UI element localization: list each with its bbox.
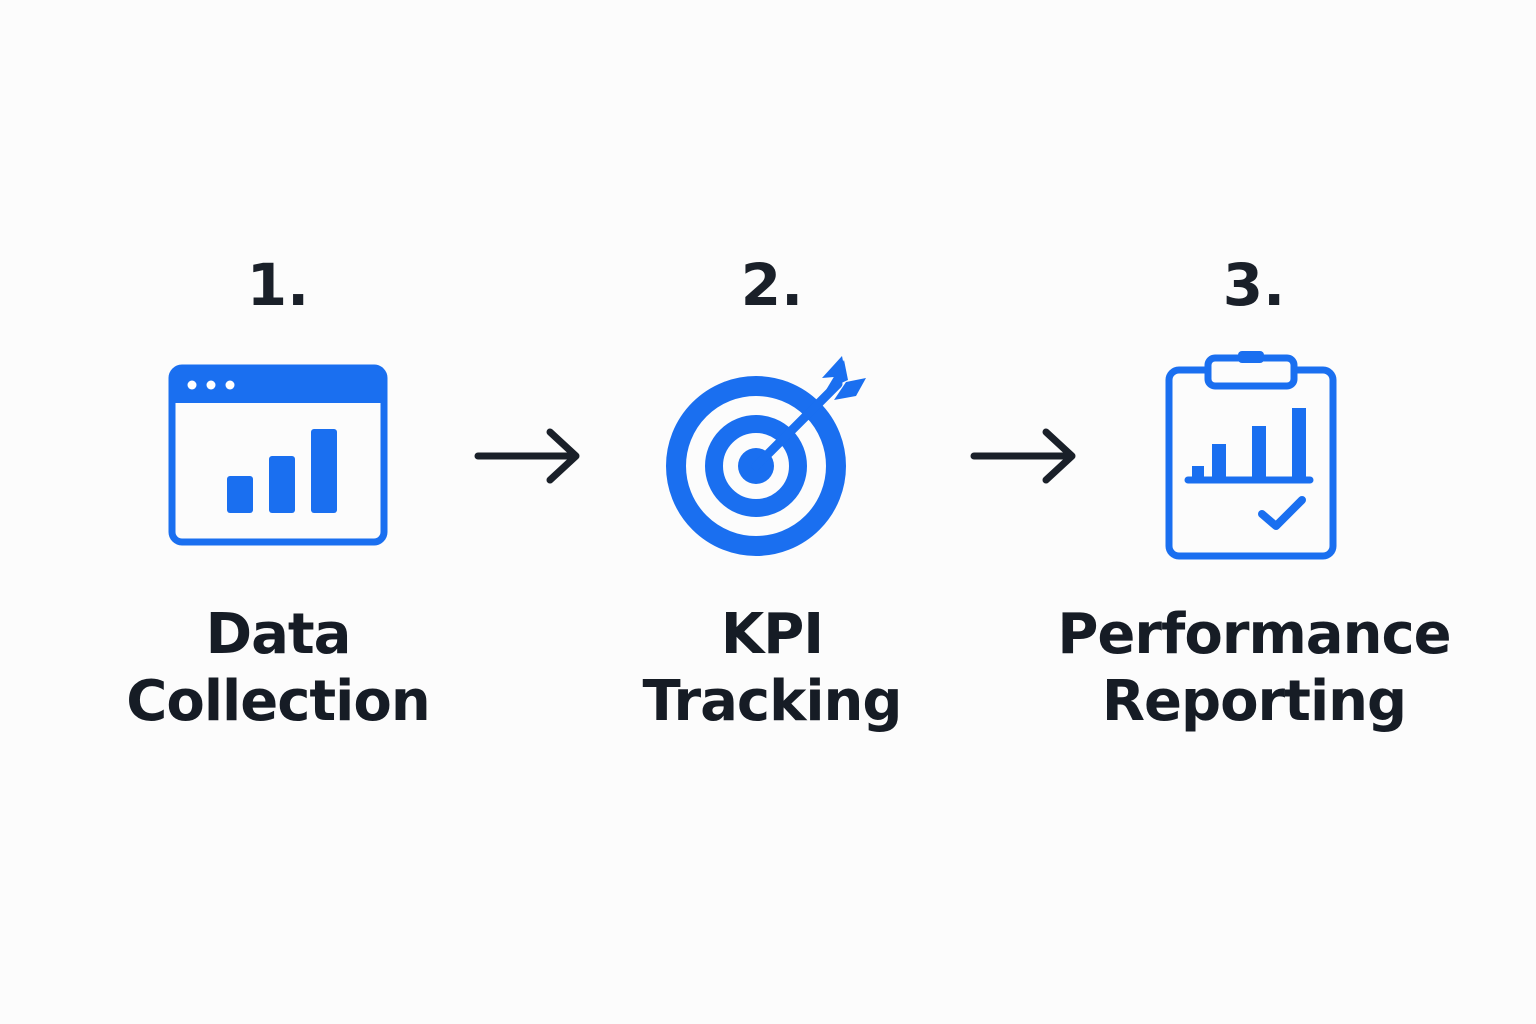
step-label-line: Performance [1057, 602, 1451, 667]
right-arrow-icon [970, 428, 1076, 484]
clipboard-chart-check-icon [1034, 335, 1474, 575]
right-arrow-icon [474, 428, 580, 484]
step-label-line: Collection [126, 669, 430, 734]
step-label: KPI Tracking [552, 601, 992, 735]
browser-bar-chart-icon [58, 335, 498, 575]
step-number: 3. [1222, 251, 1286, 319]
step-label-line: Tracking [642, 669, 902, 734]
step-data-collection: 1. Data Collection [58, 245, 498, 735]
step-label-line: Data [205, 602, 352, 667]
step-label-line: Reporting [1101, 669, 1407, 734]
step-number: 1. [246, 251, 310, 319]
step-number: 2. [740, 251, 804, 319]
target-arrow-icon [552, 335, 992, 575]
step-label-line: KPI [720, 602, 824, 667]
step-label: Data Collection [58, 601, 498, 735]
step-performance-reporting: 3. Performance Reporting [1034, 245, 1474, 735]
step-label: Performance Reporting [1034, 601, 1474, 735]
step-kpi-tracking: 2. KPI Tracking [552, 245, 992, 735]
